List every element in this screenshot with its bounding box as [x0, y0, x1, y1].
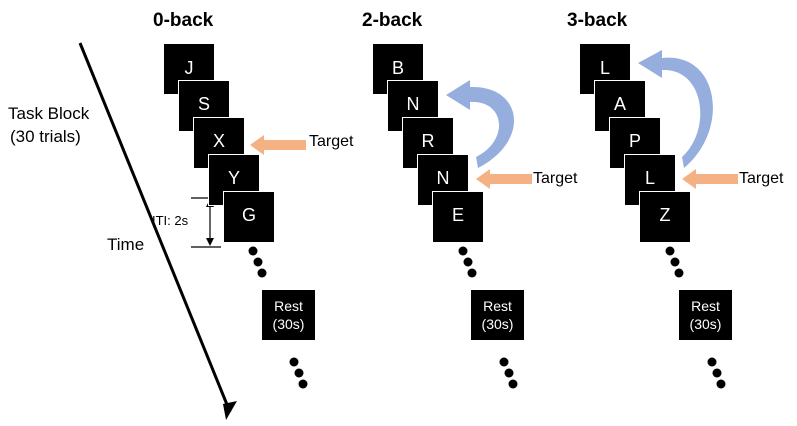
dot-0back-2	[253, 257, 263, 267]
card-0back-5	[223, 191, 275, 243]
card-3back-2-letter: A	[613, 94, 626, 114]
target-arrow-0back-body	[264, 140, 306, 150]
target-arrow-2back-head	[476, 169, 490, 189]
rest-box-2back: Rest (30s)	[471, 290, 524, 340]
rest-0back-line2: (30s)	[272, 316, 305, 332]
rest-0back-line1: Rest	[274, 298, 303, 314]
dot-0back-4	[289, 357, 299, 367]
target-arrow-2back-body	[490, 174, 532, 184]
card-0back-2-letter: S	[197, 94, 210, 114]
target-arrow-3back-head	[682, 169, 696, 189]
card-2back-1-letter: B	[391, 58, 404, 78]
dot-2back-1	[458, 246, 468, 256]
target-arrow-3back-body	[696, 174, 738, 184]
dot-2back-2	[463, 257, 473, 267]
rest-2back-line1: Rest	[483, 298, 512, 314]
card-3back-5	[639, 191, 691, 243]
card-3back-4-letter: L	[644, 168, 655, 188]
dot-2back-3	[467, 268, 477, 278]
dot-0back-1	[248, 246, 258, 256]
card-2back-3-letter: R	[421, 131, 435, 151]
card-0back-5-letter: G	[241, 205, 256, 225]
dot-2back-4	[499, 357, 509, 367]
dot-0back-3	[257, 268, 267, 278]
rest-3back-line1: Rest	[691, 298, 720, 314]
time-arrowhead	[223, 401, 237, 420]
card-2back-5	[432, 191, 484, 243]
dot-3back-1	[665, 246, 675, 256]
trials-label: (30 trials)	[10, 127, 81, 146]
dot-3back-6	[716, 379, 726, 389]
panel-0back-title: 0-back	[153, 10, 214, 31]
nback-arrow-3back	[638, 50, 713, 168]
time-label: Time	[107, 235, 145, 254]
dot-3back-5	[712, 368, 722, 378]
dot-0back-6	[298, 379, 308, 389]
card-3back-3-letter: P	[628, 131, 641, 151]
rest-box-0back: Rest (30s)	[262, 290, 315, 340]
dot-3back-3	[674, 268, 684, 278]
target-label-3back: Target	[739, 170, 784, 187]
card-3back-1-letter: L	[599, 58, 610, 78]
card-2back-4-letter: N	[436, 168, 450, 188]
dot-2back-6	[508, 379, 518, 389]
target-label-0back: Target	[309, 133, 354, 150]
dot-3back-2	[670, 257, 680, 267]
iti-label: ITI: 2s	[152, 213, 189, 228]
card-2back-2-letter: N	[406, 94, 420, 114]
card-3back-5-letter: Z	[659, 205, 671, 225]
nback-arrow-2back	[446, 80, 515, 168]
rest-box-3back: Rest (30s)	[679, 290, 732, 340]
card-0back-3-letter: X	[212, 131, 225, 151]
card-0back-1-letter: J	[184, 58, 194, 78]
rest-2back-line2: (30s)	[481, 316, 514, 332]
card-2back-5-letter: E	[451, 205, 464, 225]
task-block-label: Task Block	[8, 104, 90, 123]
card-0back-4-letter: Y	[227, 168, 240, 188]
panel-2back-title: 2-back	[362, 10, 423, 31]
panel-3back-title: 3-back	[567, 10, 628, 31]
target-arrow-0back-head	[250, 135, 264, 155]
time-arrow-line	[78, 42, 232, 413]
iti-arrowhead-down	[206, 238, 214, 246]
dot-0back-5	[294, 368, 304, 378]
dot-3back-4	[707, 357, 717, 367]
target-label-2back: Target	[533, 170, 578, 187]
dot-2back-5	[504, 368, 514, 378]
rest-3back-line2: (30s)	[689, 316, 722, 332]
